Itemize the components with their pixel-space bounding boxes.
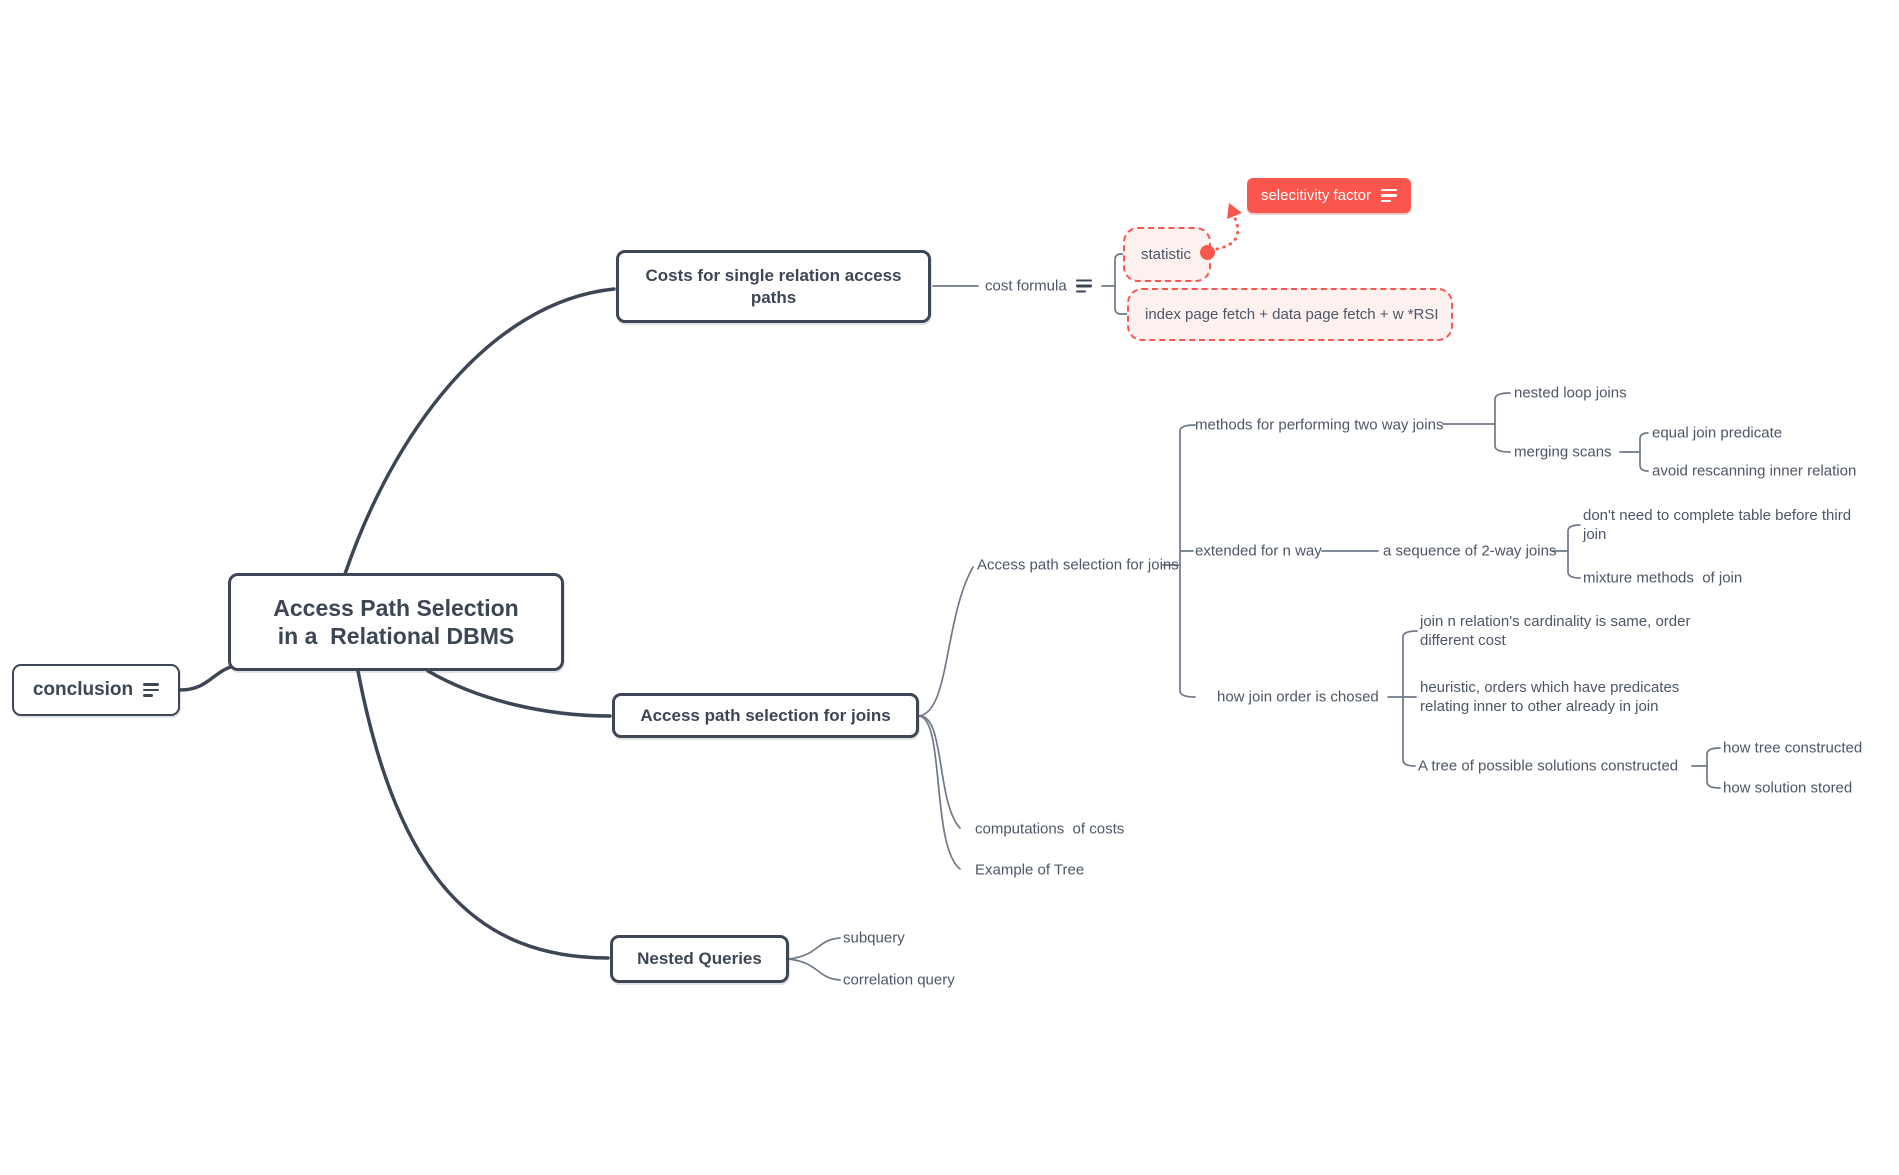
costs-label: Costs for single relation access paths xyxy=(645,265,902,307)
topic-correlation-query[interactable]: correlation query xyxy=(843,971,955,989)
topic-cost-formula[interactable]: cost formula xyxy=(985,239,1092,334)
topic-nested-queries[interactable]: Nested Queries xyxy=(610,935,789,983)
topic-costs-single-relation[interactable]: Costs for single relation access paths xyxy=(616,250,931,323)
relationship-anchor-dot xyxy=(1200,245,1215,260)
topic-extended-n-way[interactable]: extended for n way xyxy=(1195,542,1322,560)
topic-joins-selection[interactable]: Access path selection for joins xyxy=(977,556,1179,574)
topic-methods-two-way-joins[interactable]: methods for performing two way joins xyxy=(1195,416,1444,434)
selectivity-factor-label: selecitivity factor xyxy=(1260,187,1372,204)
nested-queries-label: Nested Queries xyxy=(637,949,762,968)
topic-heuristic-predicates[interactable]: heuristic, orders which have predicates … xyxy=(1420,679,1680,715)
topic-mixture-methods[interactable]: mixture methods of join xyxy=(1583,569,1743,587)
topic-example-of-tree[interactable]: Example of Tree xyxy=(975,861,1085,879)
topic-conclusion[interactable]: conclusion xyxy=(12,664,180,716)
topic-equal-join-predicate[interactable]: equal join predicate xyxy=(1652,424,1783,442)
topic-selectivity-factor[interactable]: selecitivity factor xyxy=(1247,178,1411,213)
branch-nested-line xyxy=(356,669,610,960)
branch-costs-line xyxy=(343,287,616,576)
arrowhead-icon xyxy=(1227,203,1242,219)
conclusion-label: conclusion xyxy=(32,679,134,700)
relationship-arrow xyxy=(1208,203,1242,252)
topic-cardinality-order-cost[interactable]: join n relation's cardinality is same, o… xyxy=(1420,613,1691,649)
root-topic-label: Access Path Selection in a Relational DB… xyxy=(273,595,519,649)
root-topic[interactable]: Access Path Selection in a Relational DB… xyxy=(228,573,564,671)
branch-joins-line xyxy=(426,669,612,718)
topic-nested-loop-joins[interactable]: nested loop joins xyxy=(1514,384,1627,402)
topic-how-tree-constructed[interactable]: how tree constructed xyxy=(1723,739,1863,757)
sub-branch-lines xyxy=(788,253,1721,981)
notes-icon[interactable] xyxy=(1075,279,1092,293)
topic-avoid-rescanning[interactable]: avoid rescanning inner relation xyxy=(1652,462,1857,480)
notes-icon[interactable] xyxy=(143,683,160,697)
cost-formula-label: cost formula xyxy=(985,277,1067,295)
topic-dont-need-complete-table[interactable]: don't need to complete table before thir… xyxy=(1583,507,1852,543)
topic-merging-scans[interactable]: merging scans xyxy=(1514,443,1612,461)
topic-tree-of-solutions[interactable]: A tree of possible solutions constructed xyxy=(1418,757,1679,775)
formula-label: index page fetch + data page fetch + w *… xyxy=(1145,306,1439,323)
topic-statistic[interactable]: statistic xyxy=(1123,227,1211,282)
topic-how-solution-stored[interactable]: how solution stored xyxy=(1723,779,1853,797)
topic-computations-of-costs[interactable]: computations of costs xyxy=(975,820,1125,838)
topic-sequence-2way-joins[interactable]: a sequence of 2-way joins xyxy=(1383,542,1557,560)
topic-join-order-chosed[interactable]: how join order is chosed xyxy=(1217,688,1379,706)
topic-subquery[interactable]: subquery xyxy=(843,929,905,947)
notes-icon[interactable] xyxy=(1381,188,1398,203)
joins-box-label: Access path selection for joins xyxy=(640,705,891,725)
topic-access-path-joins-box[interactable]: Access path selection for joins xyxy=(612,693,919,738)
statistic-label: statistic xyxy=(1141,246,1192,263)
topic-index-page-fetch-formula[interactable]: index page fetch + data page fetch + w *… xyxy=(1127,288,1453,341)
